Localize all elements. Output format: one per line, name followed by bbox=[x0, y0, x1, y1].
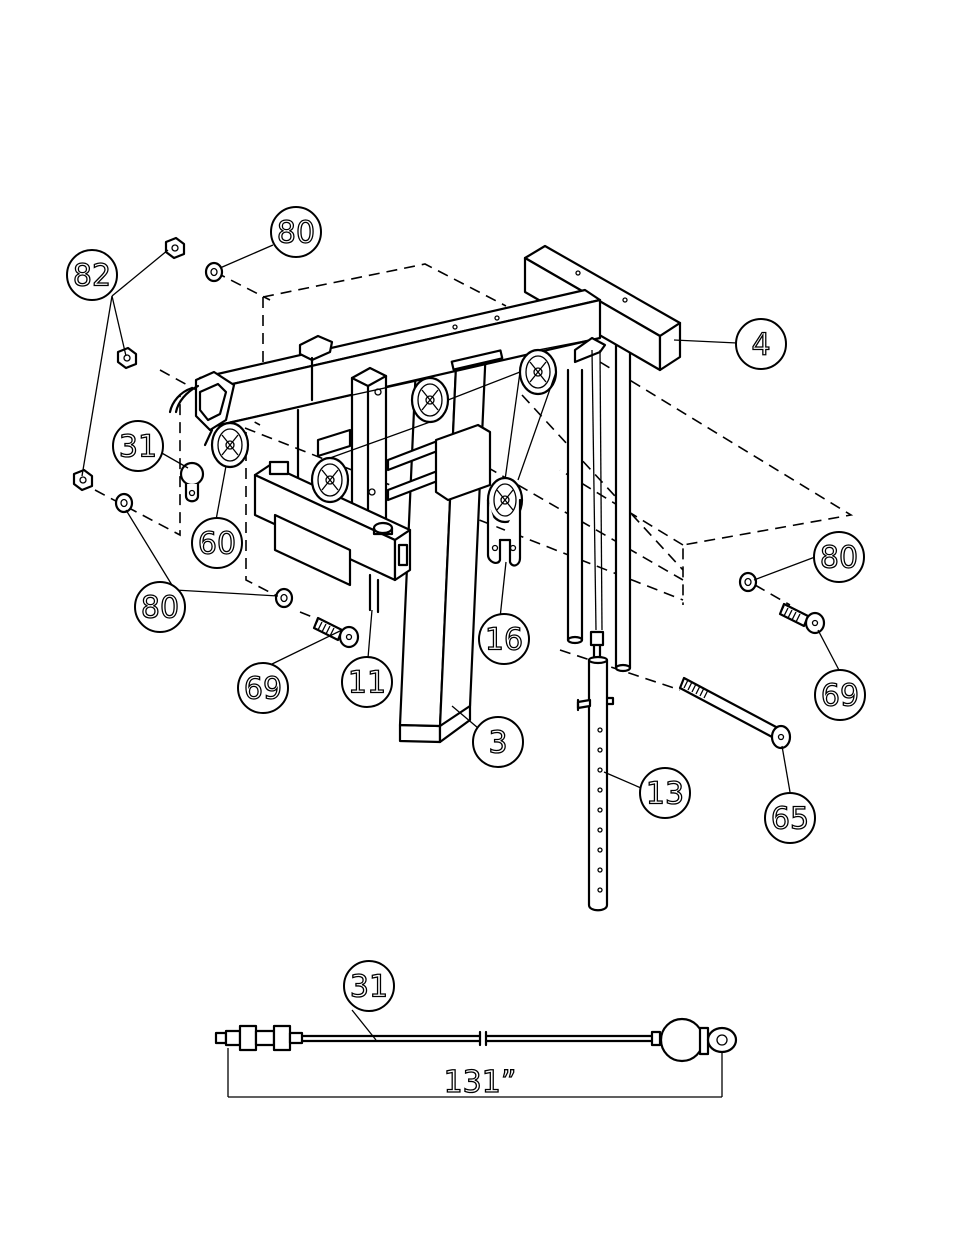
callout-16-text: 16 bbox=[485, 623, 523, 658]
callout-69-right: 69 bbox=[815, 670, 865, 720]
cable-detail: 31 131” bbox=[216, 961, 736, 1100]
guide-rods bbox=[568, 330, 630, 671]
callout-69-left: 69 bbox=[238, 663, 288, 713]
callout-82: 82 bbox=[67, 250, 117, 300]
callout-65: 65 bbox=[765, 793, 815, 843]
callout-3-text: 3 bbox=[488, 726, 507, 761]
nut-top bbox=[166, 238, 184, 258]
cable-ball-stop bbox=[181, 463, 203, 501]
callout-80-top-text: 80 bbox=[277, 216, 315, 251]
callout-80-left: 80 bbox=[135, 582, 185, 632]
cable-length-dimension: 131” bbox=[444, 1065, 517, 1100]
callout-69-right-text: 69 bbox=[821, 679, 859, 714]
callout-69-left-text: 69 bbox=[244, 672, 282, 707]
callout-31: 31 bbox=[113, 421, 163, 471]
callout-31-cable-text: 31 bbox=[350, 970, 388, 1005]
callout-80-left-text: 80 bbox=[141, 591, 179, 626]
callout-80-right: 80 bbox=[814, 532, 864, 582]
callout-4-text: 4 bbox=[751, 328, 770, 363]
callout-80-right-text: 80 bbox=[820, 541, 858, 576]
washer-left bbox=[116, 494, 132, 512]
callout-4: 4 bbox=[736, 319, 786, 369]
carriage-pulley bbox=[312, 458, 348, 502]
callout-60: 60 bbox=[192, 518, 242, 568]
selector-stem-13 bbox=[578, 632, 613, 910]
callout-31-text: 31 bbox=[119, 430, 157, 465]
callout-80-top: 80 bbox=[271, 207, 321, 257]
callout-65-text: 65 bbox=[771, 802, 809, 837]
bolt-65 bbox=[680, 678, 790, 748]
callout-13: 13 bbox=[640, 768, 690, 818]
nut-middle bbox=[118, 348, 136, 368]
washer-top bbox=[206, 263, 222, 281]
callout-16: 16 bbox=[479, 614, 529, 664]
callout-11-text: 11 bbox=[348, 666, 386, 701]
floating-pulley-16 bbox=[488, 478, 522, 565]
callout-3: 3 bbox=[473, 717, 523, 767]
callout-82-text: 82 bbox=[73, 259, 111, 294]
callout-60-text: 60 bbox=[198, 527, 236, 562]
pulley-60 bbox=[212, 423, 248, 467]
callout-11: 11 bbox=[342, 657, 392, 707]
washer-right bbox=[740, 573, 756, 591]
bolt-69-right bbox=[780, 604, 824, 633]
washer-lower bbox=[276, 589, 292, 607]
callout-13-text: 13 bbox=[646, 777, 684, 812]
